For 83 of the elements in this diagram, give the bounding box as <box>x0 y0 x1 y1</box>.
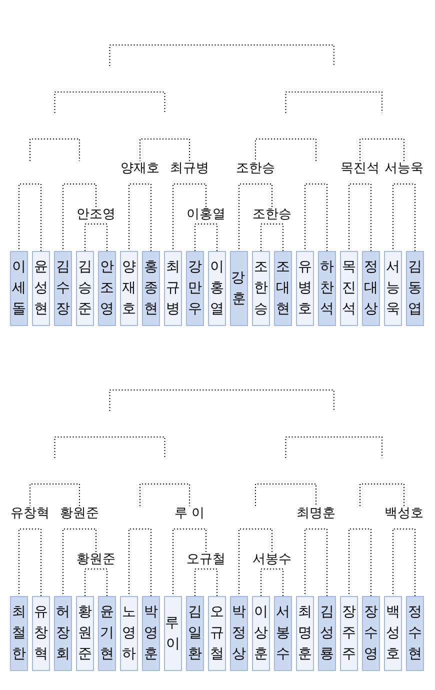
bracket-line <box>304 184 328 252</box>
bracket-line <box>360 484 404 506</box>
bracket-line <box>360 138 404 162</box>
winner-name: 조한승 <box>236 161 275 176</box>
winner-name: 이홍열 <box>186 207 226 222</box>
bracket-line <box>348 184 372 252</box>
name-box: 양재호 <box>120 251 138 326</box>
name-box: 김성룡 <box>318 596 336 671</box>
bracket-line <box>84 568 108 596</box>
bracket-line <box>238 184 272 252</box>
name-box: 정대상 <box>362 251 380 326</box>
name-box: 박정상 <box>230 596 248 671</box>
name-box: 강 훈 <box>230 251 248 326</box>
name-box: 허장회 <box>54 596 72 671</box>
name-box: 조대현 <box>274 251 292 326</box>
bracket-line <box>194 568 218 596</box>
bracket-line <box>30 484 80 506</box>
name-box: 김동엽 <box>406 251 424 326</box>
bracket-line <box>140 484 190 506</box>
winner-name: 황원준 <box>60 506 99 521</box>
name-box: 윤기현 <box>98 596 116 671</box>
name-box: 유병호 <box>296 251 314 326</box>
bracket-line <box>238 528 272 596</box>
name-box: 박영훈 <box>142 596 160 671</box>
bracket-line <box>172 528 206 596</box>
name-box: 강만우 <box>186 251 204 326</box>
name-box: 하찬석 <box>318 251 336 326</box>
name-box: 최철한 <box>10 596 28 671</box>
winner-name: 유창혁 <box>10 506 50 521</box>
bracket-line <box>392 528 416 596</box>
winner-name: 목진석 <box>340 161 380 176</box>
winner-name: 최명훈 <box>296 506 336 521</box>
name-box: 노영하 <box>120 596 138 671</box>
name-box: 이세돌 <box>10 251 28 326</box>
winner-name: 서봉수 <box>252 552 292 567</box>
name-box: 서능욱 <box>384 251 402 326</box>
bracket-line <box>260 568 284 596</box>
bracket-line <box>348 528 372 596</box>
bracket-line <box>128 528 152 596</box>
winner-name: 안조영 <box>76 207 116 222</box>
name-box: 김일환 <box>186 596 204 671</box>
name-box: 이홍열 <box>208 251 226 326</box>
name-box: 유창혁 <box>32 596 50 671</box>
bracket-line <box>84 224 108 252</box>
name-box: 홍종현 <box>142 251 160 326</box>
name-box: 최명훈 <box>296 596 314 671</box>
name-box: 이상훈 <box>252 596 270 671</box>
winner-name: 황원준 <box>76 552 116 567</box>
bracket-line <box>62 528 96 596</box>
winner-name: 조한승 <box>252 207 292 222</box>
bracket-line <box>18 184 42 252</box>
name-box: 루 이 <box>164 596 182 671</box>
name-box: 최규병 <box>164 251 182 326</box>
name-box: 조한승 <box>252 251 270 326</box>
name-box: 황원준 <box>76 596 94 671</box>
name-box: 김수장 <box>54 251 72 326</box>
bracket-line <box>18 528 42 596</box>
name-box: 윤성현 <box>32 251 50 326</box>
bracket-line <box>140 138 190 162</box>
name-box: 정수현 <box>406 596 424 671</box>
bracket-line <box>255 138 316 162</box>
bracket-line <box>128 184 152 252</box>
name-box: 장수영 <box>362 596 380 671</box>
winner-name: 루 이 <box>174 506 205 521</box>
winner-name: 최규병 <box>170 161 209 176</box>
name-box: 백성호 <box>384 596 402 671</box>
bracket-line <box>62 184 96 252</box>
winner-name: 양재호 <box>120 161 160 176</box>
bracket-line <box>392 184 416 252</box>
name-box: 오규철 <box>208 596 226 671</box>
name-box: 목진석 <box>340 251 358 326</box>
bracket-line <box>172 184 206 252</box>
name-box: 장주주 <box>340 596 358 671</box>
bracket-line <box>260 224 284 252</box>
winner-name: 서능욱 <box>384 161 424 176</box>
bracket-line <box>194 224 218 252</box>
winner-name: 백성호 <box>384 506 424 521</box>
winner-name: 오규철 <box>186 552 226 567</box>
bracket-line <box>255 484 316 506</box>
name-box: 서봉수 <box>274 596 292 671</box>
name-box: 안조영 <box>98 251 116 326</box>
bracket-line <box>304 528 328 596</box>
name-box: 김승준 <box>76 251 94 326</box>
